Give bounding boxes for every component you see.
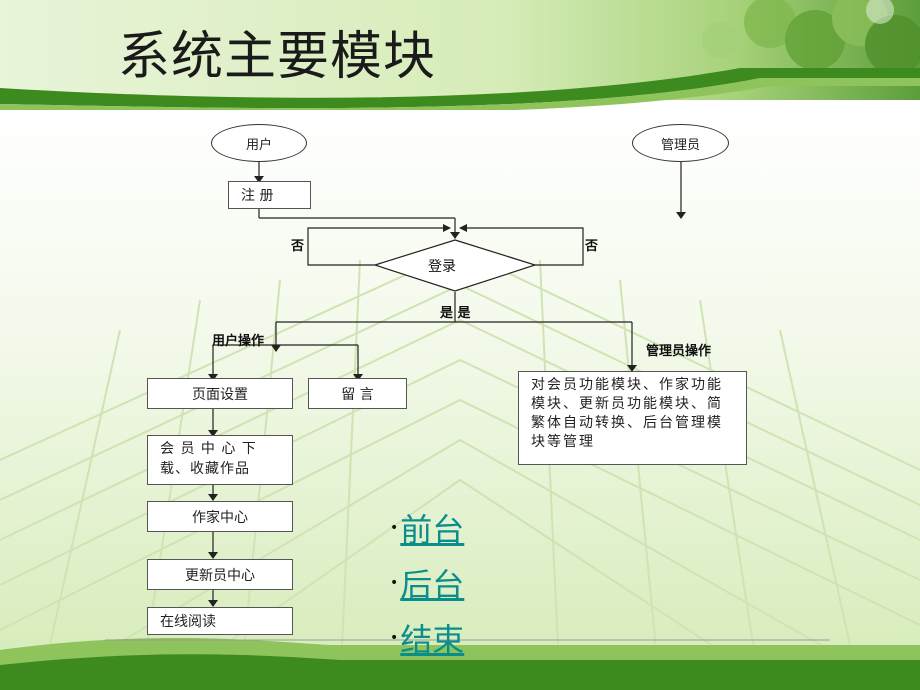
nav-link-row: • 后台 <box>390 555 464 610</box>
message-box: 留 言 <box>308 378 407 409</box>
admin-node: 管理员 <box>632 124 729 162</box>
slide-title: 系统主要模块 <box>118 27 437 87</box>
header-swoosh <box>0 68 920 109</box>
foliage-decoration <box>702 0 920 75</box>
bullet-icon: • <box>390 574 399 591</box>
no-right-label: 否 <box>585 239 599 254</box>
yes-label: 是 是 <box>440 306 471 321</box>
flow-connectors <box>212 158 682 600</box>
login-decision-shape <box>373 239 537 292</box>
link-frontend[interactable]: 前台 <box>400 510 465 549</box>
header-swoosh-light <box>0 78 920 114</box>
updater-center-box: 更新员中心 <box>147 559 293 590</box>
login-label: 登录 <box>428 259 456 275</box>
admin-functions-box: 对会员功能模块、作家功能模块、更新员功能模块、简繁体自动转换、后台管理模块等管理 <box>518 371 747 465</box>
flow-arrowheads <box>208 176 686 607</box>
page-settings-box: 页面设置 <box>147 378 293 409</box>
nav-link-row: • 结束 <box>390 610 464 665</box>
bottom-bar <box>0 654 920 690</box>
nav-link-row: • 前台 <box>390 500 464 555</box>
author-center-box: 作家中心 <box>147 501 293 532</box>
nav-links: • 前台 • 后台 • 结束 <box>390 500 464 665</box>
admin-ops-label: 管理员操作 <box>646 344 712 359</box>
bullet-icon: • <box>390 519 399 536</box>
no-left-label: 否 <box>291 239 305 254</box>
online-reading-box: 在线阅读 <box>147 607 293 635</box>
link-end[interactable]: 结束 <box>400 620 465 659</box>
member-center-box: 会 员 中 心 下 载、收藏作品 <box>147 435 293 485</box>
bullet-icon: • <box>390 629 399 646</box>
user-ops-label: 用户操作 <box>212 334 265 349</box>
link-backend[interactable]: 后台 <box>400 565 465 604</box>
register-box: 注 册 <box>228 181 311 209</box>
user-node: 用户 <box>211 124 307 162</box>
